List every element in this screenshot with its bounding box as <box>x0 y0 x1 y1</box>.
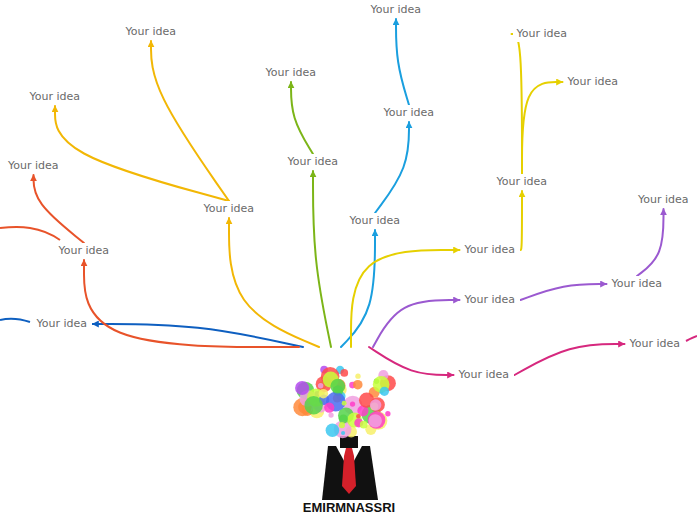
idea-node: Your idea <box>564 74 623 90</box>
paint-dot <box>339 422 345 428</box>
idea-label: Your idea <box>371 3 422 17</box>
paint-dot <box>360 421 368 429</box>
branch-arrow <box>351 250 460 347</box>
paint-dot <box>324 402 334 412</box>
idea-node: Your idea <box>461 242 520 258</box>
idea-node: Your idea <box>493 174 552 190</box>
idea-node: Your idea <box>122 24 181 40</box>
paint-dot <box>304 396 322 414</box>
branch-arrow <box>93 324 304 347</box>
idea-node: Your idea <box>608 276 667 292</box>
paint-dot <box>319 389 329 399</box>
idea-node: Your idea <box>262 65 321 81</box>
idea-node: Your idea <box>284 154 343 170</box>
idea-node: Your idea <box>626 336 685 352</box>
paint-dot <box>326 423 340 437</box>
offpage-branch <box>0 227 60 240</box>
idea-label: Your idea <box>465 293 516 307</box>
idea-label: Your idea <box>517 27 568 41</box>
paint-dot <box>295 381 309 395</box>
idea-node: Your idea <box>513 26 572 42</box>
idea-label: Your idea <box>612 277 663 291</box>
idea-node: Your idea <box>461 292 520 308</box>
branch-arrow <box>341 230 375 347</box>
idea-node: Your idea <box>455 367 514 383</box>
paint-dot <box>341 431 345 435</box>
idea-label: Your idea <box>30 90 81 104</box>
branch-arrow <box>521 284 607 300</box>
branch-arrow <box>369 347 454 375</box>
idea-label: Your idea <box>350 214 401 228</box>
paint-dot <box>355 373 360 378</box>
idea-node: Your idea <box>380 105 439 121</box>
paint-dot <box>353 380 363 390</box>
idea-node: Your idea <box>55 243 114 259</box>
idea-label: Your idea <box>384 106 435 120</box>
idea-node: Your idea <box>346 213 405 229</box>
idea-label: Your idea <box>459 368 510 382</box>
idea-label: Your idea <box>465 243 516 257</box>
person-figure <box>293 366 396 500</box>
topic-label: EMIRMNASSRI <box>292 500 406 515</box>
idea-label: Your idea <box>8 159 59 173</box>
idea-label: Your idea <box>288 155 339 169</box>
idea-label: Your idea <box>638 193 689 207</box>
idea-label: Your idea <box>497 175 548 189</box>
branch-arrow <box>34 175 85 243</box>
idea-label: Your idea <box>204 202 255 216</box>
paint-dot <box>385 411 390 416</box>
paint-dot <box>350 401 355 406</box>
offpage-branch <box>0 319 30 322</box>
idea-node: Your idea <box>634 192 693 208</box>
idea-label: Your idea <box>126 25 177 39</box>
paint-dot <box>368 411 386 429</box>
branch-arrow <box>84 260 299 347</box>
branch-arrow <box>313 171 331 347</box>
idea-label: Your idea <box>630 337 681 351</box>
branch-arrow <box>515 344 625 375</box>
branch-arrow <box>375 122 409 213</box>
idea-label: Your idea <box>568 75 619 89</box>
branch-arrow <box>229 218 319 347</box>
branch-arrow <box>637 209 664 276</box>
branch-arrow <box>522 82 563 174</box>
paint-dot <box>342 401 347 406</box>
paint-dot <box>368 414 381 427</box>
branch-arrow <box>521 191 523 250</box>
paint-dot <box>370 399 381 410</box>
paint-dot <box>380 387 389 396</box>
idea-label: Your idea <box>59 244 110 258</box>
paint-dot <box>340 369 348 377</box>
branch-arrow <box>291 82 313 154</box>
paint-dot <box>328 412 333 417</box>
idea-node: Your idea <box>4 158 63 174</box>
offpage-branch <box>686 336 697 341</box>
paint-dot <box>330 379 345 394</box>
branch-arrow <box>55 106 229 201</box>
paint-dot <box>339 415 348 424</box>
idea-node: Your idea <box>367 2 426 18</box>
branch-arrow <box>373 300 460 347</box>
branch-arrow <box>396 19 409 105</box>
idea-node: Your idea <box>26 89 85 105</box>
branch-arrow <box>151 41 229 201</box>
idea-label: Your idea <box>266 66 317 80</box>
central-topic: EMIRMNASSRI <box>292 347 406 515</box>
paint-dot <box>318 383 323 388</box>
idea-label: Your idea <box>37 317 88 331</box>
idea-node: Your idea <box>200 201 259 217</box>
idea-node: Your idea <box>33 316 92 332</box>
branch-arrow <box>512 34 523 174</box>
paint-dot <box>356 414 360 418</box>
